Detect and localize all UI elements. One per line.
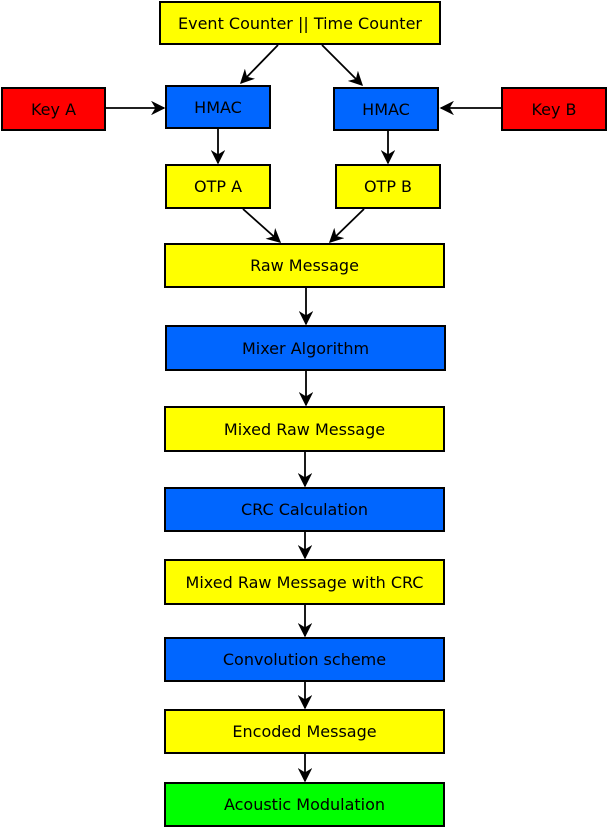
node-label: Mixed Raw Message with CRC — [185, 572, 424, 592]
edge-counter-to-hmac-a — [239, 44, 279, 85]
node-mixer-algorithm: Mixer Algorithm — [165, 325, 446, 371]
node-label: Event Counter || Time Counter — [178, 13, 422, 33]
node-hmac-a: HMAC — [165, 85, 271, 129]
node-label: Convolution scheme — [222, 650, 387, 669]
node-label: Mixed Raw Message — [223, 419, 386, 439]
node-label: OTP A — [193, 177, 243, 196]
node-mixed-raw-message-with-crc: Mixed Raw Message with CRC — [164, 559, 445, 605]
edge-counter-to-hmac-b — [321, 44, 364, 87]
node-label: Acoustic Modulation — [223, 795, 386, 814]
node-label: Key A — [30, 99, 77, 119]
node-crc-calculation: CRC Calculation — [164, 487, 445, 532]
node-otp-a: OTP A — [165, 164, 271, 209]
node-key-b: Key B — [501, 87, 607, 131]
node-raw-message: Raw Message — [164, 243, 445, 288]
node-label: Mixer Algorithm — [241, 338, 370, 358]
node-otp-b: OTP B — [335, 164, 441, 209]
node-label: Key B — [531, 99, 577, 119]
node-label: HMAC — [362, 99, 410, 119]
node-convolution-scheme: Convolution scheme — [164, 637, 445, 682]
node-encoded-message: Encoded Message — [164, 709, 445, 754]
node-key-a: Key A — [1, 87, 106, 131]
node-label: Raw Message — [250, 256, 359, 275]
edge-otp-a-to-raw — [242, 208, 282, 243]
edge-otp-b-to-raw — [328, 208, 365, 244]
node-label: OTP B — [363, 177, 413, 196]
node-hmac-b: HMAC — [333, 87, 439, 131]
node-label: CRC Calculation — [240, 500, 368, 519]
node-label: HMAC — [194, 97, 242, 117]
node-label: Encoded Message — [232, 722, 377, 741]
node-event-time-counter: Event Counter || Time Counter — [159, 1, 441, 45]
node-mixed-raw-message: Mixed Raw Message — [164, 406, 445, 452]
node-acoustic-modulation: Acoustic Modulation — [164, 782, 445, 827]
